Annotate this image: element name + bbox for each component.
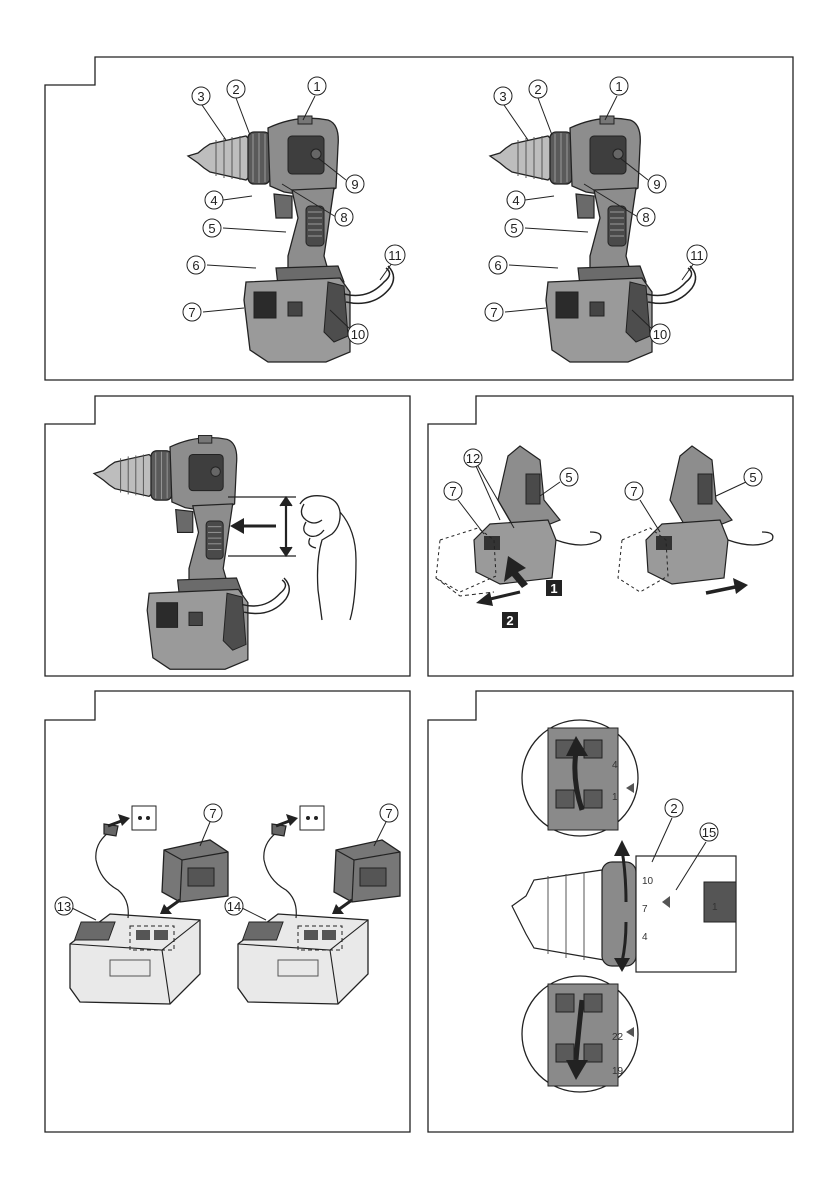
- callout-4: 4: [205, 191, 223, 209]
- svg-text:14: 14: [227, 899, 241, 914]
- callout-5: 5: [744, 468, 762, 486]
- svg-text:5: 5: [208, 221, 215, 236]
- svg-text:5: 5: [510, 221, 517, 236]
- svg-text:7: 7: [449, 484, 456, 499]
- svg-text:9: 9: [351, 177, 358, 192]
- svg-text:2: 2: [506, 613, 513, 628]
- clutch-detail-top: 1 4: [522, 720, 638, 836]
- svg-text:6: 6: [494, 258, 501, 273]
- callout-15: 15: [700, 823, 718, 841]
- callout-11: 11: [687, 245, 707, 265]
- svg-text:2: 2: [670, 801, 677, 816]
- callout-6: 6: [489, 256, 507, 274]
- slide-in-arrow-icon: [706, 578, 748, 594]
- svg-text:10: 10: [642, 876, 654, 887]
- svg-text:7: 7: [630, 484, 637, 499]
- step-2-badge: 2: [502, 612, 518, 628]
- power-outlet-left: [132, 806, 156, 830]
- step-1-badge: 1: [546, 580, 562, 596]
- svg-text:11: 11: [388, 248, 402, 263]
- svg-text:7: 7: [209, 806, 216, 821]
- callout-1: 1: [308, 77, 326, 95]
- svg-text:6: 6: [192, 258, 199, 273]
- svg-text:3: 3: [499, 89, 506, 104]
- battery-insert-illustration: [618, 446, 773, 592]
- callout-5: 5: [505, 219, 523, 237]
- svg-text:12: 12: [466, 451, 480, 466]
- callout-9: 9: [346, 175, 364, 193]
- svg-text:4: 4: [642, 932, 648, 943]
- svg-text:5: 5: [565, 470, 572, 485]
- callout-7: 7: [183, 303, 201, 321]
- svg-text:1: 1: [615, 79, 622, 94]
- callout-7: 7: [485, 303, 503, 321]
- svg-text:2: 2: [232, 82, 239, 97]
- callout-7: 7: [204, 804, 222, 822]
- callout-10: 10: [348, 324, 368, 344]
- callout-4: 4: [507, 191, 525, 209]
- callout-12: 12: [464, 449, 482, 467]
- callout-9: 9: [648, 175, 666, 193]
- callout-8: 8: [335, 208, 353, 226]
- svg-text:1: 1: [550, 581, 557, 596]
- callout-10: 10: [650, 324, 670, 344]
- callout-8: 8: [637, 208, 655, 226]
- svg-text:11: 11: [690, 248, 704, 263]
- svg-text:10: 10: [351, 327, 365, 342]
- callout-2: 2: [665, 799, 683, 817]
- callout-11: 11: [385, 245, 405, 265]
- callout-3: 3: [494, 87, 512, 105]
- svg-text:15: 15: [702, 825, 716, 840]
- charger-left: [70, 914, 200, 1004]
- svg-text:7: 7: [385, 806, 392, 821]
- callout-13: 13: [55, 897, 73, 915]
- callout-5: 5: [560, 468, 578, 486]
- svg-text:19: 19: [612, 1066, 624, 1077]
- callout-6: 6: [187, 256, 205, 274]
- svg-text:10: 10: [653, 327, 667, 342]
- callout-2: 2: [227, 80, 245, 98]
- svg-text:4: 4: [512, 193, 519, 208]
- svg-text:1: 1: [712, 902, 718, 913]
- battery-pack-right: [334, 840, 400, 902]
- power-outlet-right: [300, 806, 324, 830]
- callout-2: 2: [529, 80, 547, 98]
- svg-text:3: 3: [197, 89, 204, 104]
- svg-text:4: 4: [210, 193, 217, 208]
- direction-arrow-icon: [230, 518, 276, 534]
- callout-7: 7: [444, 482, 462, 500]
- svg-text:7: 7: [188, 305, 195, 320]
- svg-text:7: 7: [490, 305, 497, 320]
- svg-text:5: 5: [749, 470, 756, 485]
- battery-pack-left: [162, 840, 228, 902]
- callouts-figure5: 2 15: [665, 799, 718, 841]
- drill-grip-illustration: [94, 436, 289, 670]
- svg-text:1: 1: [313, 79, 320, 94]
- callout-3: 3: [192, 87, 210, 105]
- figure-1-panel: [45, 57, 793, 380]
- callout-14: 14: [225, 897, 243, 915]
- svg-text:22: 22: [612, 1032, 624, 1043]
- svg-text:7: 7: [642, 904, 648, 915]
- callout-1: 1: [610, 77, 628, 95]
- callout-7: 7: [380, 804, 398, 822]
- svg-text:13: 13: [57, 899, 71, 914]
- charger-right: [238, 914, 368, 1004]
- svg-text:9: 9: [653, 177, 660, 192]
- power-cord-left: [96, 824, 128, 918]
- svg-text:8: 8: [340, 210, 347, 225]
- callout-5: 5: [203, 219, 221, 237]
- svg-text:2: 2: [534, 82, 541, 97]
- callout-7: 7: [625, 482, 643, 500]
- svg-text:1: 1: [612, 792, 618, 803]
- svg-text:4: 4: [612, 760, 618, 771]
- slide-out-arrow-icon: [476, 592, 520, 606]
- power-cord-right: [264, 824, 296, 918]
- svg-text:8: 8: [642, 210, 649, 225]
- hand-icon: [300, 496, 356, 620]
